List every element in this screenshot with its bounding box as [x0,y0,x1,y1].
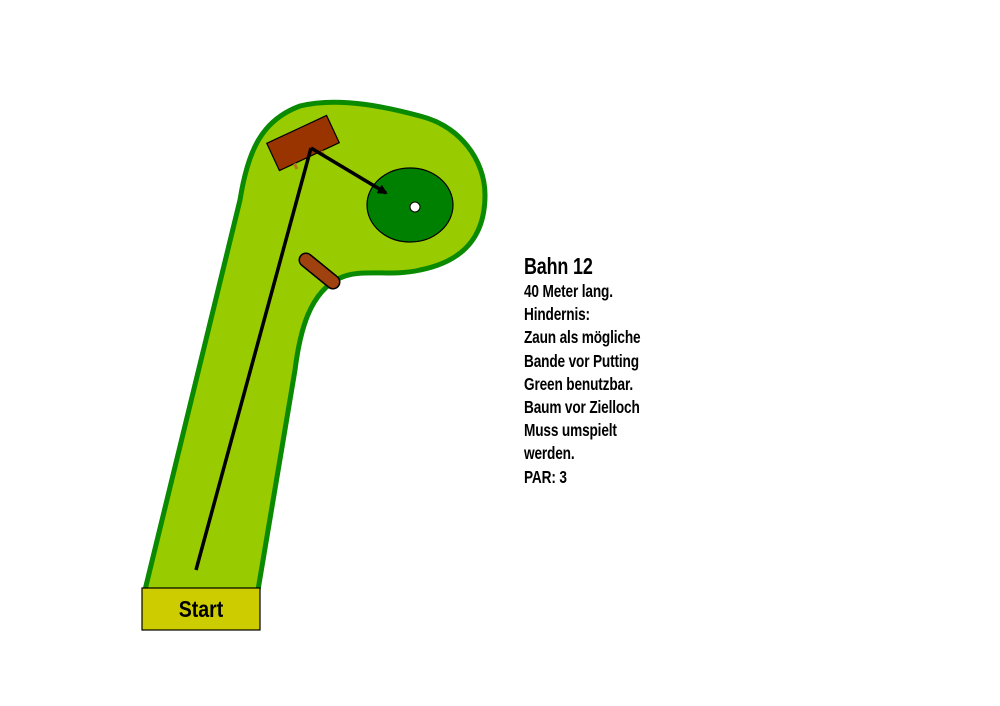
start-box [141,587,261,631]
shot-path-arrow [310,146,388,195]
hole-description: Bahn 12 40 Meter lang. Hindernis: Zaun a… [524,252,641,489]
description-line: Zaun als mögliche [524,327,641,348]
shot-path-line [194,147,313,571]
tree-log-obstacle-fill [300,254,339,288]
description-line: Green benutzbar. [524,373,634,394]
hole-title: Bahn 12 [524,253,593,279]
hole-cup [409,201,421,213]
start-label: Start [178,595,224,622]
description-line: Bande vor Putting [524,350,639,371]
description-line: werden. [524,443,575,464]
description-line: 40 Meter lang. [524,281,613,301]
par-line: PAR: 3 [524,466,567,487]
description-line: Baum vor Zielloch [524,397,640,418]
description-line: Hindernis: [524,304,590,325]
description-line: Muss umspielt [524,420,617,441]
